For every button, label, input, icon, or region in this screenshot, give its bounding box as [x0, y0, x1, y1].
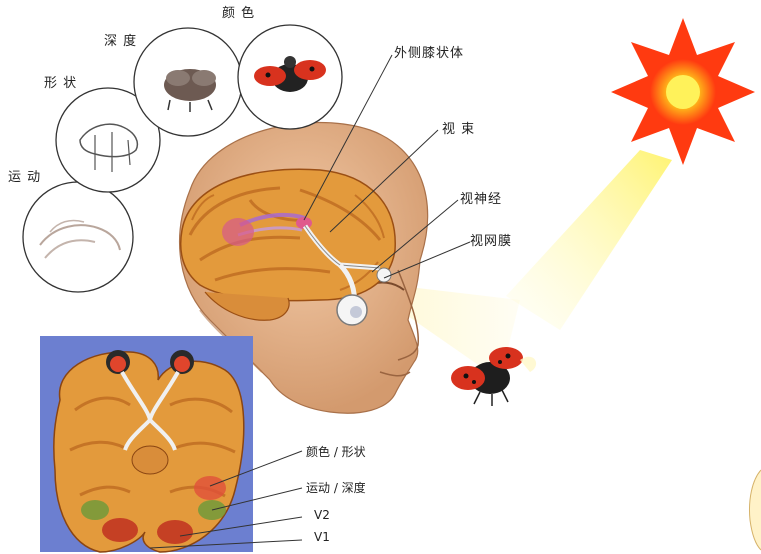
label-motion: 运 动 — [8, 166, 41, 185]
label-depth: 深 度 — [104, 30, 137, 49]
sun-icon — [611, 18, 755, 165]
label-optic-tract: 视 束 — [442, 118, 475, 137]
label-retina: 视网膜 — [470, 230, 512, 249]
label-motion-depth: 运动 / 深度 — [306, 479, 366, 496]
ladybug-icon — [451, 347, 536, 406]
bubble-color — [238, 25, 342, 129]
bubble-depth — [134, 28, 242, 136]
bubble-motion — [23, 182, 133, 292]
label-v2: V2 — [314, 508, 330, 522]
label-color-shape: 颜色 / 形状 — [306, 443, 366, 460]
edge-fragment — [749, 470, 761, 550]
label-lateral-geniculate: 外侧膝状体 — [394, 42, 464, 61]
label-optic-nerve: 视神经 — [460, 188, 502, 207]
label-v1: V1 — [314, 530, 330, 544]
label-shape: 形 状 — [44, 72, 77, 91]
sunlight-beam — [506, 150, 672, 330]
inset-brain-bottom-view — [40, 336, 253, 552]
label-color: 颜 色 — [222, 2, 255, 21]
